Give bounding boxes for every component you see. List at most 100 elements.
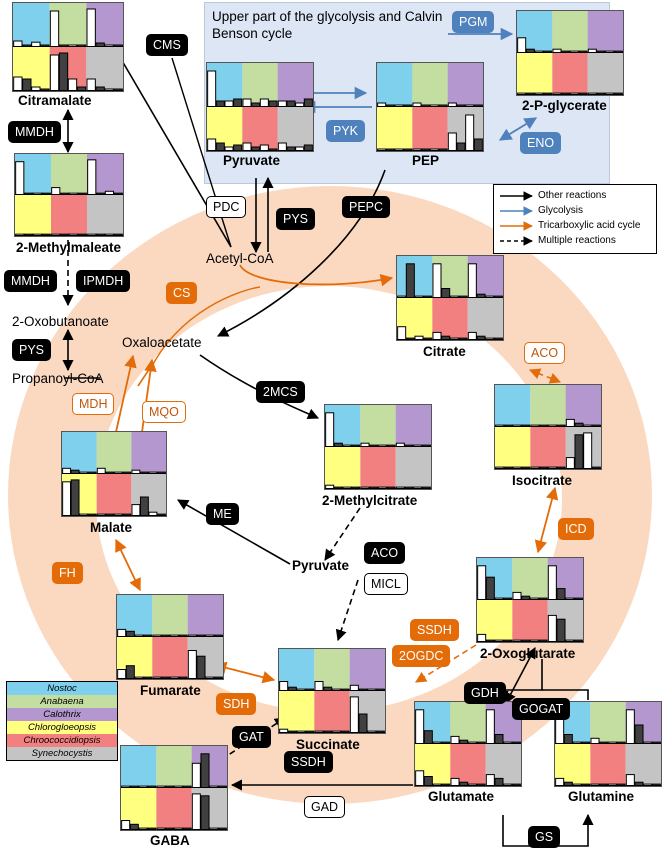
panel-2-oxoglutarate [476,557,584,643]
panel-bar [432,331,442,340]
panel-cell-bg [152,637,188,679]
panel-bar [86,8,96,48]
enzyme-fh: FH [52,562,83,584]
panel-cell-bg [156,746,192,788]
enzyme-2mcs: 2MCS [256,381,305,403]
organism-calothrix: Calothrix [7,708,117,721]
panel-bars-glutamine [555,702,661,786]
panel-bar [325,412,335,448]
panel-bar [556,618,566,642]
panel-cell-bg [360,447,396,489]
enzyme-cms: CMS [146,34,188,56]
panel-bar [191,762,201,789]
panel-bar [555,777,565,786]
panel-cell-bg [530,385,566,427]
panel-cell-bg [377,107,413,151]
panel-bar [415,709,425,745]
panel-bar [349,696,359,733]
panel-cell-bg [587,53,623,95]
panel-bar [625,774,635,786]
panel-cell-bg [156,788,192,830]
label-gaba: GABA [150,833,190,848]
panel-2-p-glycerate [516,10,624,96]
panel-bar [70,479,80,516]
panel-bar [58,52,69,91]
panel-bar [15,161,25,196]
legend-multiple-reactions: Multiple reactions [538,235,616,246]
label-2-methylcitrate: 2-Methylcitrate [322,493,418,508]
panel-bars-methylcitrate [325,405,431,489]
panel-bar [634,724,644,745]
panel-cell-bg [96,432,132,474]
panel-bar [625,709,635,745]
panel-bar [76,86,87,91]
panel-bar [517,37,527,54]
enzyme-mdh: MDH [72,393,115,415]
enzyme-gs: GS [528,826,561,848]
panel-bar [279,681,289,692]
panel-bar [450,777,460,786]
panel-bars-fumarate [117,595,223,679]
panel-bar [303,144,313,151]
panel-cell-bg [279,691,315,733]
panel-glutamine [554,701,662,787]
enzyme-gad: GAD [304,796,346,818]
panel-bar [131,504,141,516]
panel-bar [233,98,243,108]
panel-cell-bg [13,3,50,47]
organism-chroococcidiopsis: Chroococcidiopsis [7,734,117,747]
panel-2-methylcitrate [324,404,432,490]
panel-bar [358,713,368,733]
panel-glutamate [414,701,522,787]
panel-bar [121,820,131,830]
label-citrate: Citrate [423,344,466,359]
panel-cell-bg [495,385,531,427]
panel-bar [129,823,139,830]
enzyme-aco-2: ACO [364,542,406,564]
panel-bars-citrate [397,256,503,340]
panel-bar [467,331,477,340]
panel-bars-isocitrate [495,385,601,469]
panel-bar [456,142,466,151]
panel-bars-oxoglutarate [477,558,583,642]
panel-bar [485,709,495,745]
enzyme-mmdh-1: MMDH [8,121,61,143]
panel-bars-citramalate [13,3,123,91]
label-oxaloacetate: Oxaloacetate [122,335,202,350]
glycolysis-box-title: Upper part of the glycolysis and Calvin … [212,9,443,41]
panel-cell-bg [552,11,588,53]
label-2-oxobutanoate: 2-Oxobutanoate [12,314,109,329]
panel-bar [485,576,495,601]
panel-bars-pep [377,63,483,151]
organism-synechocystis: Synechocystis [7,747,117,760]
panel-bar [242,98,252,108]
enzyme-ipmdh: IPMDH [76,270,131,292]
label-citramalate: Citramalate [18,93,92,108]
panel-cell-bg [62,432,97,474]
panel-bar [196,655,206,679]
enzyme-ssdh-2: SSDH [284,751,333,773]
panel-bar [125,665,135,679]
panel-bar [51,187,61,196]
panel-cell-bg [517,53,553,95]
panel-bar [565,418,575,428]
label-2-methylmaleate: 2-Methylmaleate [16,240,122,255]
panel-bar [447,132,457,151]
panel-bar [485,774,495,786]
panel-bar [512,591,522,601]
panel-bar [277,142,287,151]
panel-bar [415,770,425,786]
panel-bar [200,795,210,830]
panel-bar [583,432,593,469]
panel-bar [477,565,487,601]
panel-bar [242,142,252,151]
panel-bar [207,138,217,151]
panel-bar [303,98,313,108]
panel-cell-bg [96,474,132,516]
panel-bar [187,650,197,679]
panel-bar [477,633,487,642]
panel-bar [565,457,575,469]
label-glutamine: Glutamine [568,789,635,804]
